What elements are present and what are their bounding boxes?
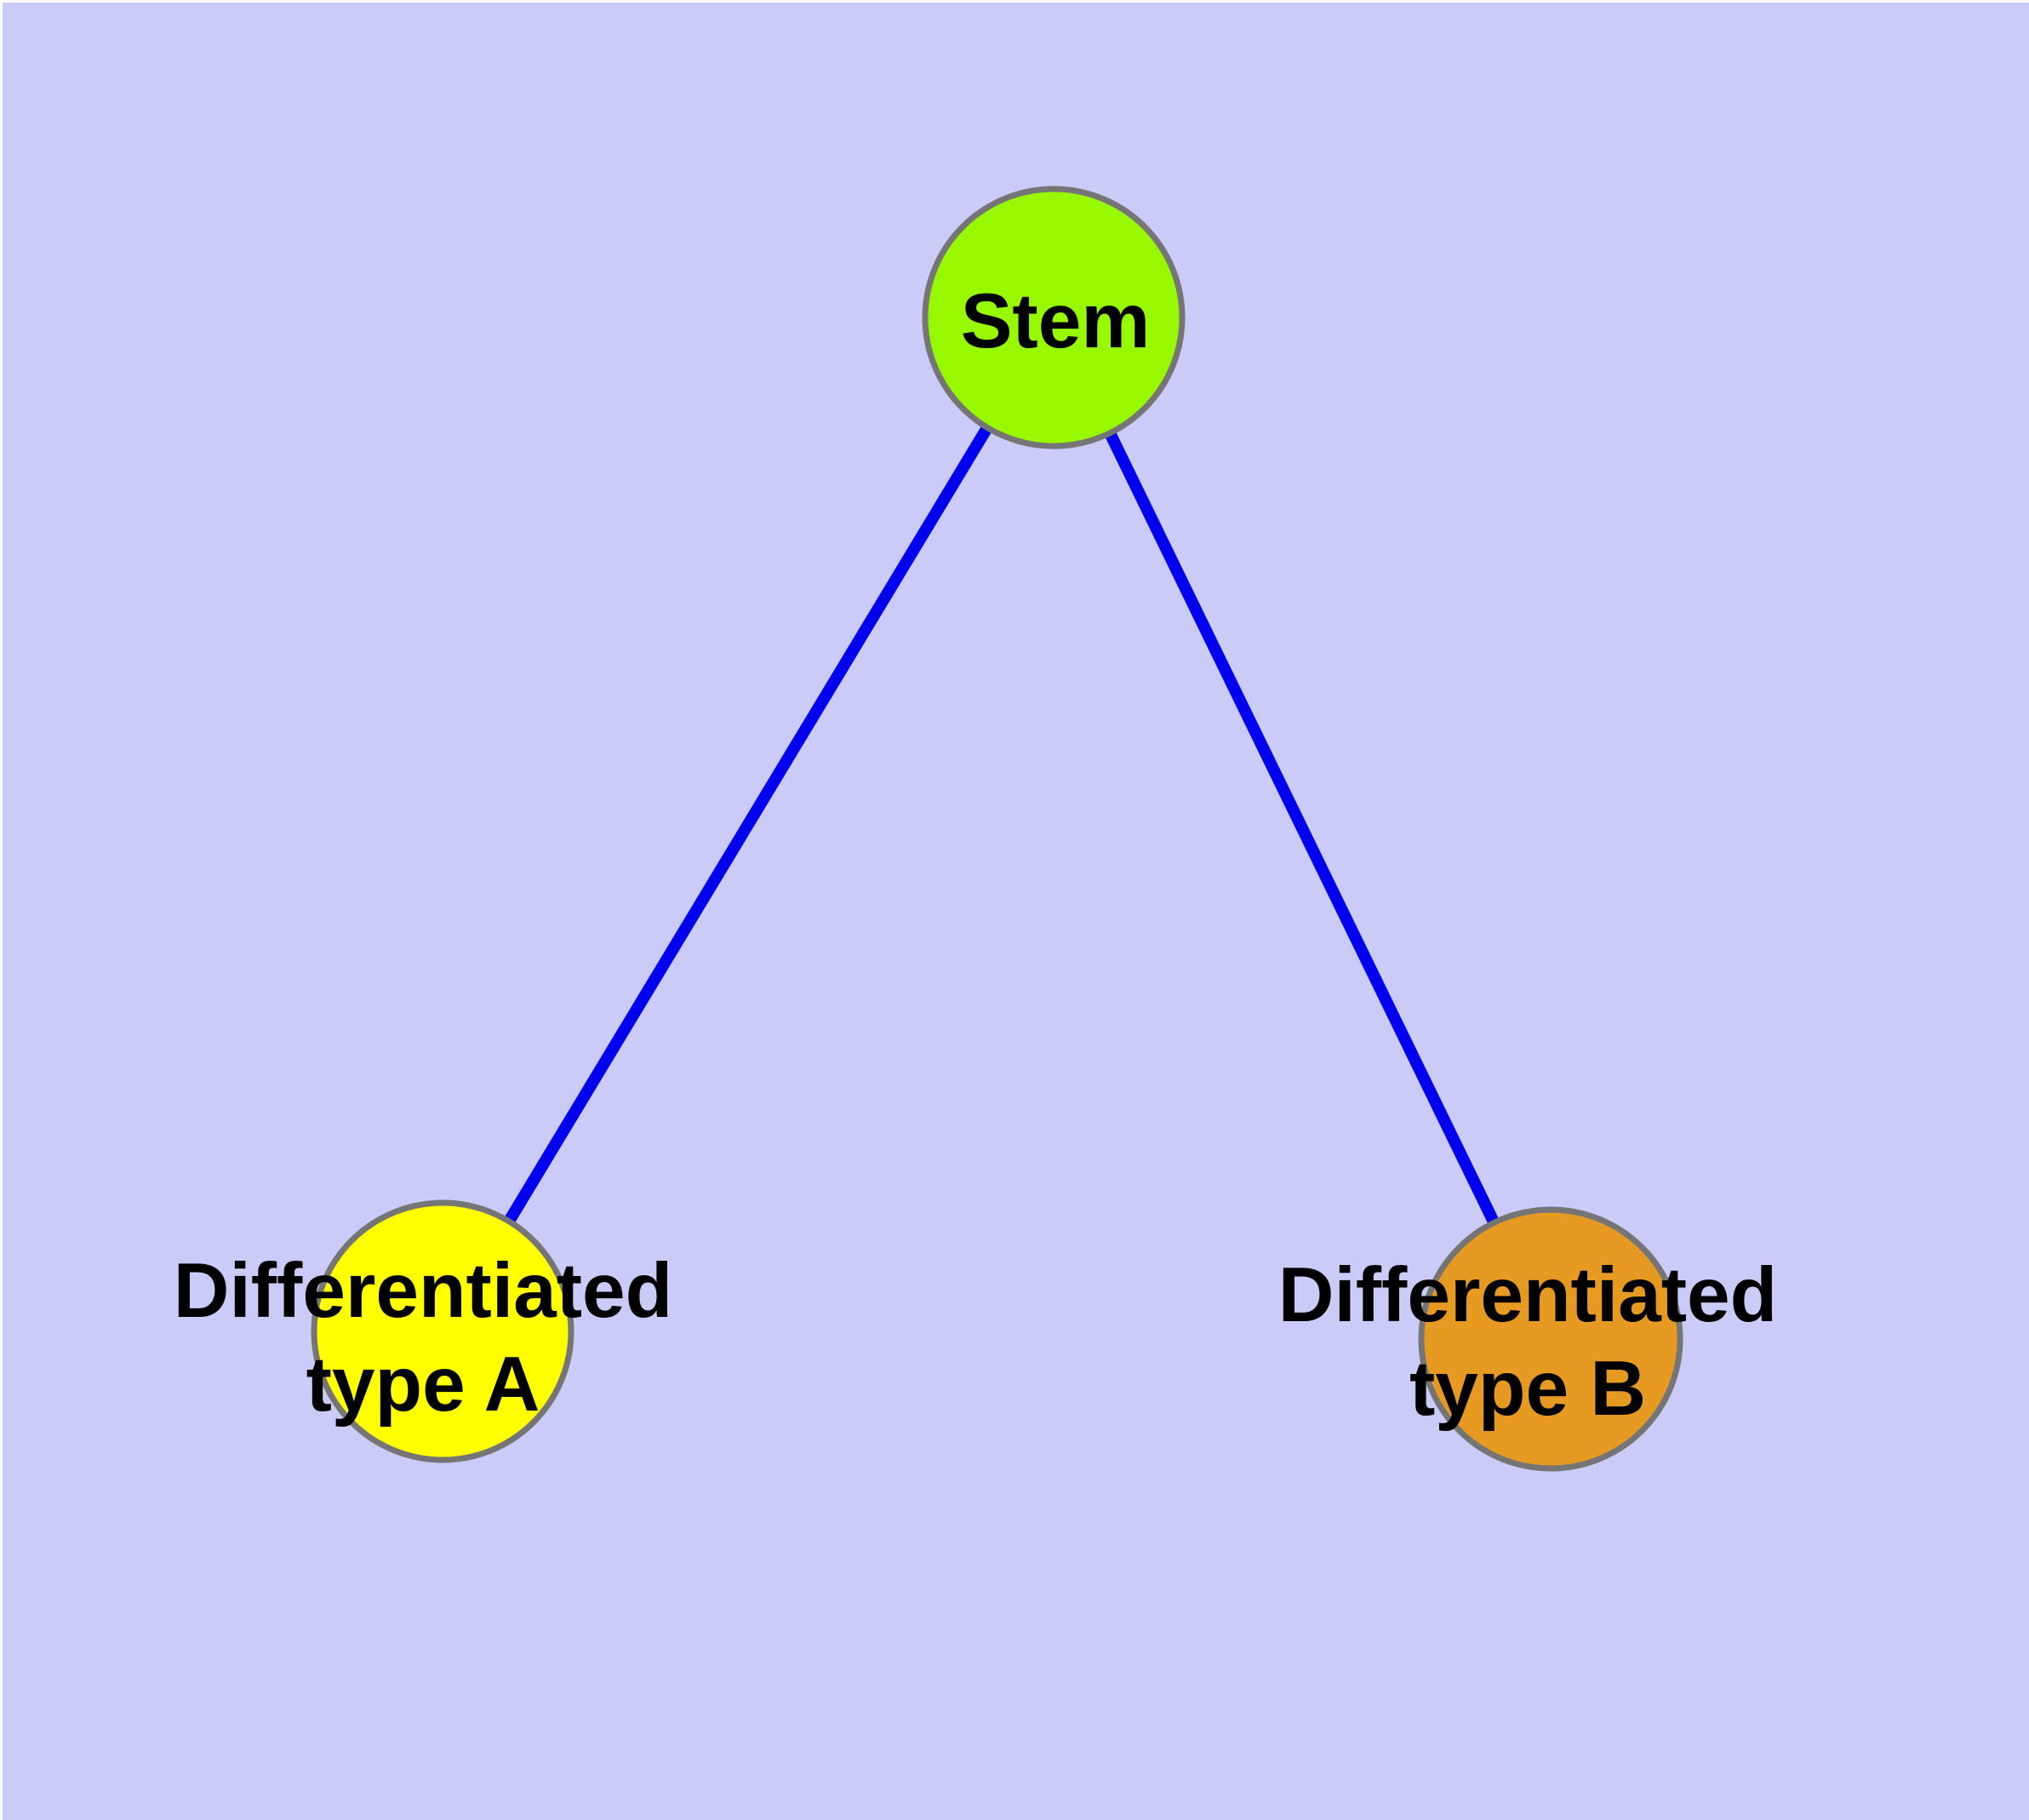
node-stem-circle bbox=[922, 186, 1186, 449]
node-type-a-circle bbox=[311, 1199, 574, 1463]
node-type-b-label-line1: Differentiated bbox=[1278, 1252, 1778, 1338]
node-type-b-circle bbox=[1418, 1206, 1683, 1472]
edge-stem-to-type-a bbox=[437, 314, 1059, 1335]
node-type-a-label-line2: type A bbox=[306, 1342, 540, 1428]
node-type-b-label-line2: type B bbox=[1409, 1346, 1646, 1432]
node-type-a-label-line1: Differentiated bbox=[174, 1248, 673, 1334]
node-stem-label: Stem bbox=[961, 278, 1151, 364]
edge-stem-to-type-b bbox=[1048, 314, 1557, 1342]
